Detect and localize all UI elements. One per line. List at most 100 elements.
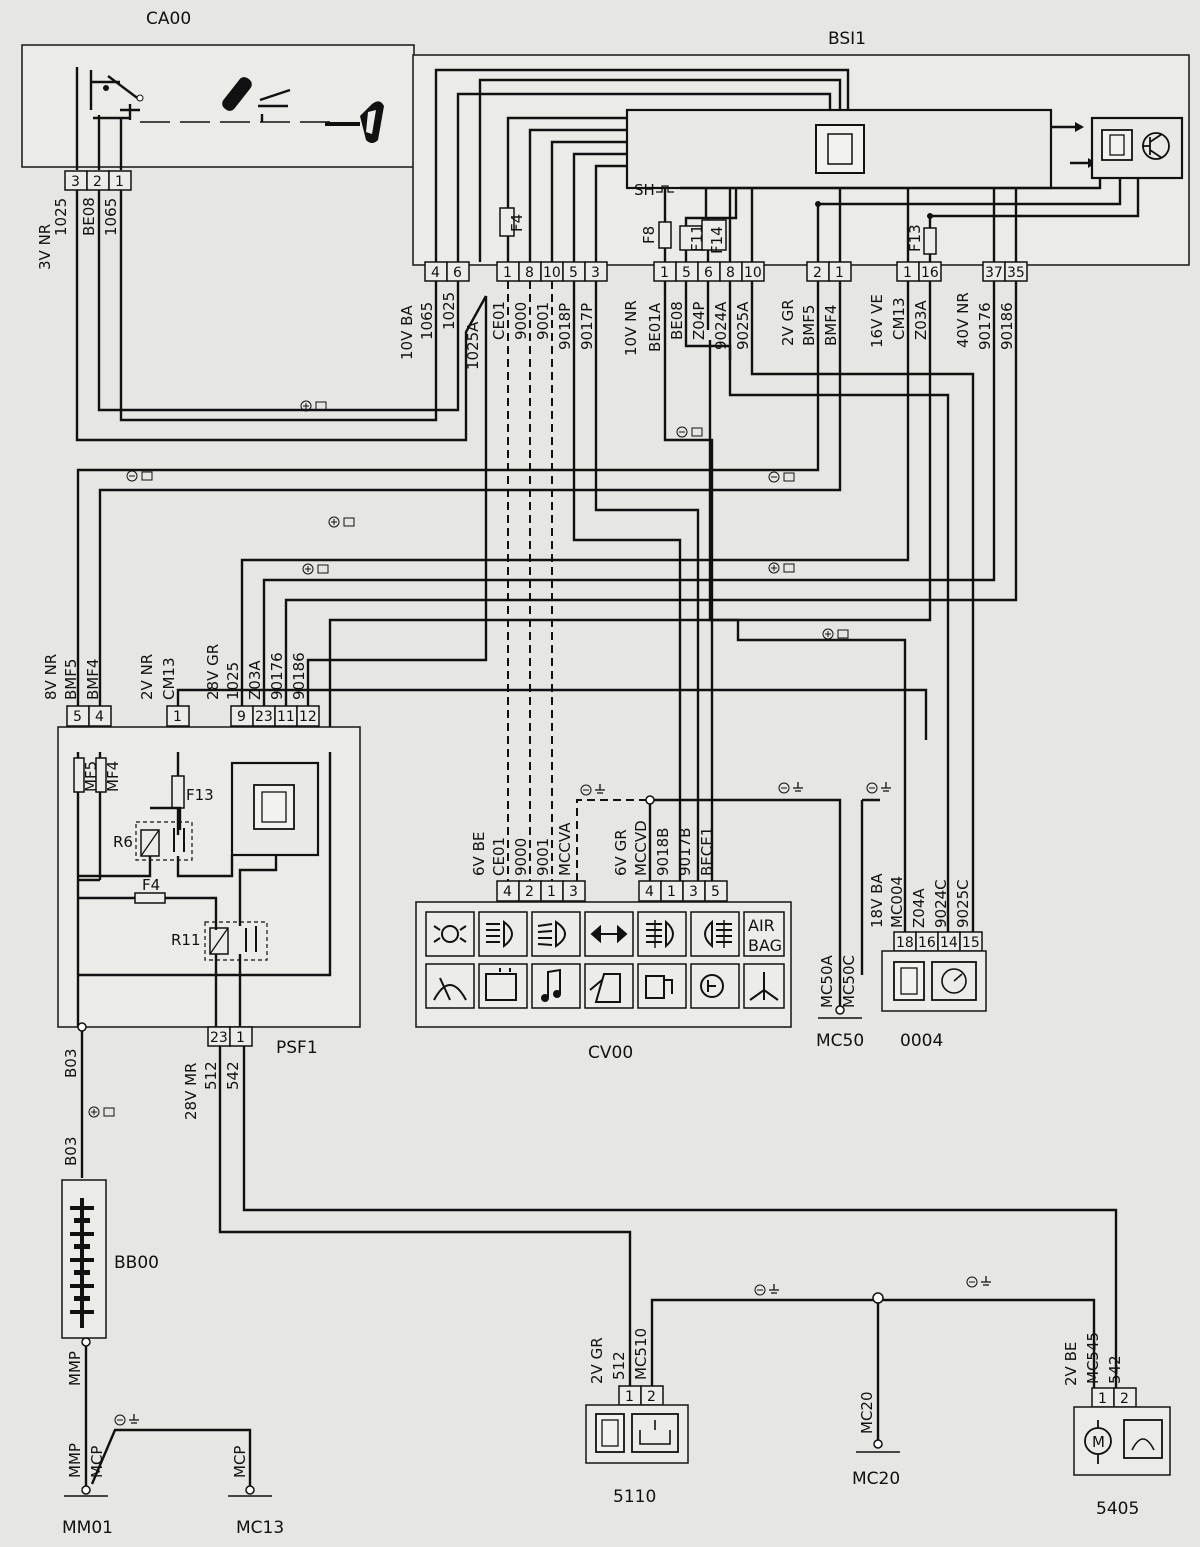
c5405-label: 5405 [1096,1499,1139,1519]
svg-text:Z03A: Z03A [246,660,264,700]
ca00-wire-label-2: BE08 [80,197,98,236]
turn-signal-icon [584,911,634,957]
svg-text:15: 15 [962,935,980,951]
bsi1-connector-f: 37 35 [982,261,1028,282]
svg-text:MC50A: MC50A [818,954,836,1008]
svg-text:9017B: 9017B [676,828,694,876]
svg-text:2: 2 [1120,1391,1129,1407]
svg-text:MCCVA: MCCVA [556,822,574,876]
ignition-switch-contacts [89,70,144,120]
svg-text:BAG: BAG [748,936,782,955]
handbrake-icon [743,963,785,1009]
svg-text:2V GR: 2V GR [588,1337,606,1384]
svg-text:90186: 90186 [998,302,1016,350]
windscreen-wiper-icon [425,963,475,1009]
bsi1-connector-d: 2 1 [806,261,852,282]
ground-mc50: MC50A MC50C MC50 [816,954,864,1051]
c0004-chip-icon [893,961,925,1001]
svg-text:23: 23 [210,1030,228,1046]
c5405-connector: 1 2 [1091,1387,1137,1408]
svg-text:1: 1 [1098,1391,1107,1407]
svg-text:542: 542 [224,1061,242,1090]
svg-text:2: 2 [93,174,102,190]
ca00-wire-label-1: 1025 [52,198,70,236]
minus-battery-icon [676,426,703,438]
fuel-level-icon [637,963,687,1009]
plus-battery-icon [88,1106,115,1118]
svg-text:28V MR: 28V MR [182,1063,200,1120]
psf1-chip-icon [253,784,295,830]
psf1-connector-b: 1 [166,705,190,727]
bsi1-fuse-f4: F4 [508,214,526,232]
svg-text:Z04P: Z04P [690,302,708,340]
mm01-label: MM01 [62,1518,113,1538]
svg-text:9025C: 9025C [954,879,972,928]
svg-text:11: 11 [277,709,295,725]
front-fog-icon [637,911,687,957]
svg-text:6: 6 [453,265,462,281]
svg-text:4: 4 [503,884,512,900]
svg-text:CM13: CM13 [890,297,908,340]
cv00-connector-b: 4 1 3 5 [638,880,728,902]
svg-text:4: 4 [645,884,654,900]
svg-text:16: 16 [921,265,939,281]
svg-text:2V BE: 2V BE [1062,1342,1080,1386]
svg-text:12: 12 [299,709,317,725]
steering-lock-symbol [222,77,291,122]
svg-text:9000: 9000 [512,302,530,340]
plus-battery-icon [302,563,329,575]
svg-text:2: 2 [813,265,822,281]
svg-text:MMP: MMP [66,1351,84,1386]
psf1-fuse-mf5: MF5 [82,761,100,792]
svg-text:MC004: MC004 [888,876,906,928]
psf1-label: PSF1 [276,1038,318,1058]
airbag-icon: AIR BAG [743,911,785,957]
svg-text:1: 1 [236,1030,245,1046]
svg-text:3: 3 [71,174,80,190]
plus-battery-icon [768,562,795,574]
svg-text:9000: 9000 [512,838,530,876]
main-beam-icon [531,911,581,957]
svg-text:5: 5 [73,709,82,725]
svg-text:MC20: MC20 [858,1391,876,1434]
minus-battery-icon [768,471,795,483]
rear-fog-icon [690,911,740,957]
svg-text:9017P: 9017P [578,303,596,350]
buzzer-icon [531,963,581,1009]
svg-text:6V GR: 6V GR [612,829,630,876]
c5110-component: 1 2 2V GR 512 MC510 5110 [585,1328,689,1507]
plus-battery-icon [822,628,849,640]
svg-text:MC545: MC545 [1084,1332,1102,1384]
bsi1-connector-e: 1 16 [896,261,942,282]
c5110-chip-icon [595,1413,625,1453]
mc13-label: MC13 [236,1518,284,1538]
battery-bb00: B03 B03 BB00 MMP MMP MCP MCP MM01 MC13 [61,1022,284,1538]
svg-text:4: 4 [431,265,440,281]
transistor-icon [1142,132,1170,160]
arrow-right-icon [1075,122,1084,132]
svg-text:10V NR: 10V NR [622,300,640,356]
svg-text:CM13: CM13 [160,657,178,700]
svg-text:35: 35 [1007,265,1025,281]
svg-text:Z04A: Z04A [910,888,928,928]
ca00-housing [21,44,415,168]
mc20-label: MC20 [852,1469,900,1489]
svg-text:1065: 1065 [418,302,436,340]
psf1-component: PSF1 F4 F13 R6 R11 [42,644,361,1120]
bsi1-shunt-label: SH [634,181,655,199]
svg-text:10: 10 [543,265,561,281]
svg-text:MCP: MCP [88,1446,106,1478]
bb00-label: BB00 [114,1253,159,1273]
svg-text:9001: 9001 [534,838,552,876]
svg-text:9024C: 9024C [932,879,950,928]
lower-harness [218,1046,1118,1440]
ca00-connector: 3 2 1 [64,170,132,191]
svg-text:9025A: 9025A [734,301,752,350]
bsi1-connector-a: 4 6 [424,261,470,282]
svg-text:M: M [1092,1433,1105,1451]
ground-icon [866,782,891,794]
c5110-connector: 1 2 [618,1385,664,1406]
svg-text:6: 6 [704,265,713,281]
svg-text:512: 512 [610,1351,628,1380]
ground-icon [580,784,605,796]
